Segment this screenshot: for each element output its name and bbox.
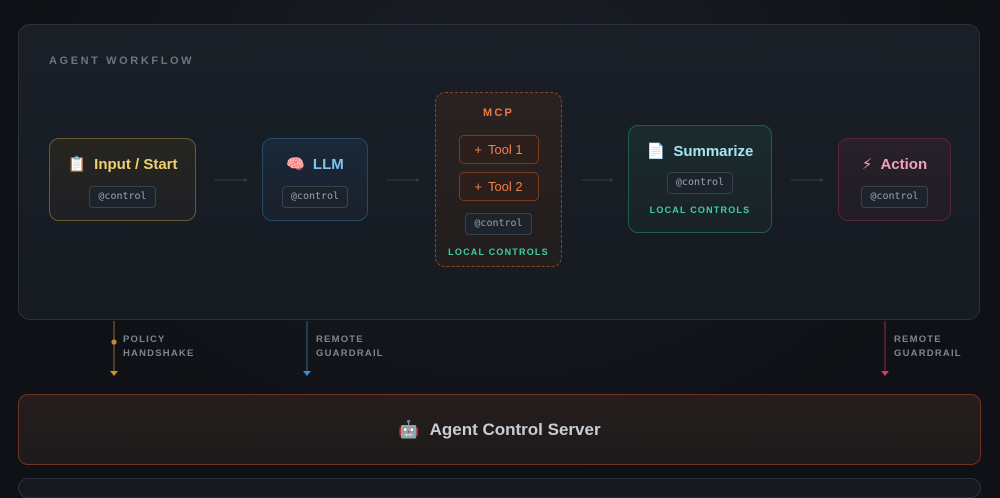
robot-icon: 🤖 <box>398 419 420 439</box>
tool-label: Tool 1 <box>487 142 523 157</box>
control-badge: @control <box>465 213 532 235</box>
lower-panel-edge <box>18 478 981 498</box>
server-title: Agent Control Server <box>429 419 601 439</box>
local-controls-label: LOCAL CONTROLS <box>649 205 751 215</box>
policy-arrowhead <box>110 371 118 376</box>
local-controls-label: LOCAL CONTROLS <box>448 247 549 257</box>
action-node[interactable]: ⚡ Action @control <box>838 138 951 221</box>
mcp-title: MCP <box>482 107 515 119</box>
control-badge: @control <box>861 186 928 208</box>
clipboard-icon: 📋 <box>67 156 87 173</box>
workflow-title: AGENT WORKFLOW <box>49 55 195 67</box>
mcp-node[interactable]: MCP + Tool 1 + Tool 2 @control LOCAL CON… <box>435 92 562 267</box>
summarize-label: Summarize <box>673 143 754 160</box>
tool-label: Tool 2 <box>487 179 523 194</box>
control-badge: @control <box>281 186 349 208</box>
policy-handshake-label: POLICY HANDSHAKE <box>123 334 195 359</box>
tool-2-button[interactable]: + Tool 2 <box>458 172 539 201</box>
remote-guardrail-label: REMOTE GUARDRAIL <box>894 334 962 359</box>
llm-label: LLM <box>312 156 344 173</box>
remote-action-arrowhead <box>881 371 889 376</box>
lightning-icon: ⚡ <box>861 156 873 173</box>
llm-node[interactable]: 🧠 LLM @control <box>262 138 368 221</box>
input-start-node[interactable]: 📋 Input / Start @control <box>49 138 196 221</box>
plus-icon: + <box>474 179 482 194</box>
document-icon: 📄 <box>646 143 666 160</box>
control-badge: @control <box>89 186 156 208</box>
control-badge: @control <box>666 172 734 194</box>
remote-llm-arrowhead <box>303 371 311 376</box>
plus-icon: + <box>474 142 482 157</box>
policy-dot <box>111 339 117 345</box>
input-start-label: Input / Start <box>94 156 178 173</box>
summarize-node[interactable]: 📄 Summarize @control LOCAL CONTROLS <box>628 125 772 233</box>
brain-icon: 🧠 <box>286 156 305 173</box>
remote-guardrail-label: REMOTE GUARDRAIL <box>316 334 384 359</box>
action-label: Action <box>880 156 928 173</box>
agent-control-server[interactable]: 🤖 Agent Control Server <box>18 394 981 465</box>
tool-1-button[interactable]: + Tool 1 <box>458 135 539 164</box>
